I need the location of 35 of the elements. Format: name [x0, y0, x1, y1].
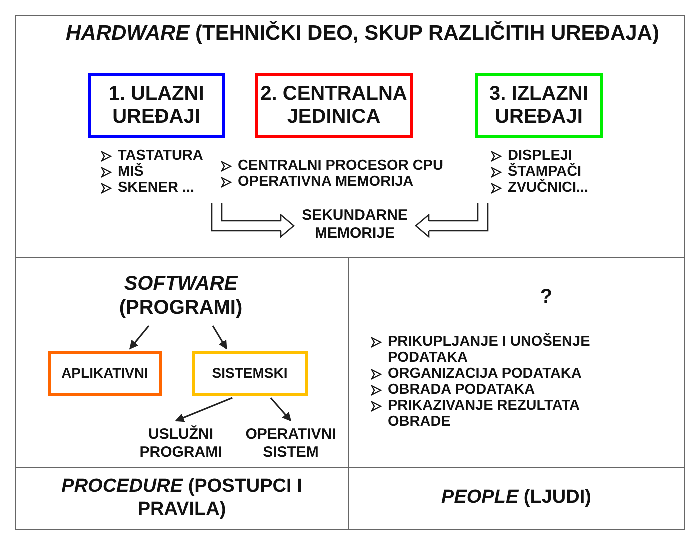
procedures-panel: PROCEDURE (POSTUPCI I PRAVILA): [15, 467, 349, 530]
operating-system-label: OPERATIVNI SISTEM: [238, 423, 344, 465]
list-item: OPERATIVNA MEMORIJA: [238, 174, 414, 191]
list-item: SKENER ...: [118, 180, 195, 197]
secondary-memory-label: SEKUNDARNE MEMORIJE: [294, 204, 416, 246]
arrow: [212, 326, 228, 350]
list-item: ŠTAMPAČI: [508, 164, 582, 180]
list-item: CENTRALNI PROCESOR CPU: [238, 159, 444, 175]
central-unit-box: [255, 73, 413, 138]
arrow: [129, 326, 150, 350]
list-item: ORGANIZACIJA PODATAKA: [388, 366, 582, 383]
panel-title: 3. IZLAZNI UREĐAJI: [488, 82, 590, 128]
panel-title: 1. ULAZNI UREĐAJI: [108, 82, 206, 128]
hollow-arrow: [415, 202, 489, 238]
list-item: DISPLEJI: [508, 149, 572, 164]
panel-title: HARDWARE (TEHNIČKI DEO, SKUP RAZLIČITIH UREĐAJA): [66, 22, 660, 46]
software-title: SOFTWARE (PROGRAMI): [101, 268, 261, 324]
hollow-arrow: [211, 202, 295, 238]
applications-box: APLIKATIVNI: [48, 351, 162, 396]
utility-programs-label: USLUŽNI PROGRAMI: [131, 423, 231, 465]
panel-title: 2. CENTRALNA JEDINICA: [260, 82, 408, 128]
people-panel: PEOPLE (LJUDI): [348, 467, 685, 530]
list-item: OBRADA PODATAKA: [388, 382, 536, 399]
list-item: ZVUČNICI...: [508, 180, 589, 197]
list-item: TASTATURA: [118, 149, 204, 164]
list-item: MIŠ: [118, 164, 144, 181]
output-devices-box: [475, 73, 603, 138]
arrow: [270, 397, 292, 422]
question-mark: ?: [539, 286, 554, 309]
system-software-box: SISTEMSKI: [192, 351, 308, 396]
list-item: PRIKAZIVANJE REZULTATA OBRADE: [388, 398, 580, 431]
list-item: PRIKUPLJANJE I UNOŠENJE PODATAKA: [388, 335, 592, 367]
arrow: [175, 397, 233, 422]
input-devices-box: [88, 73, 225, 138]
hardware-panel: [15, 15, 685, 258]
